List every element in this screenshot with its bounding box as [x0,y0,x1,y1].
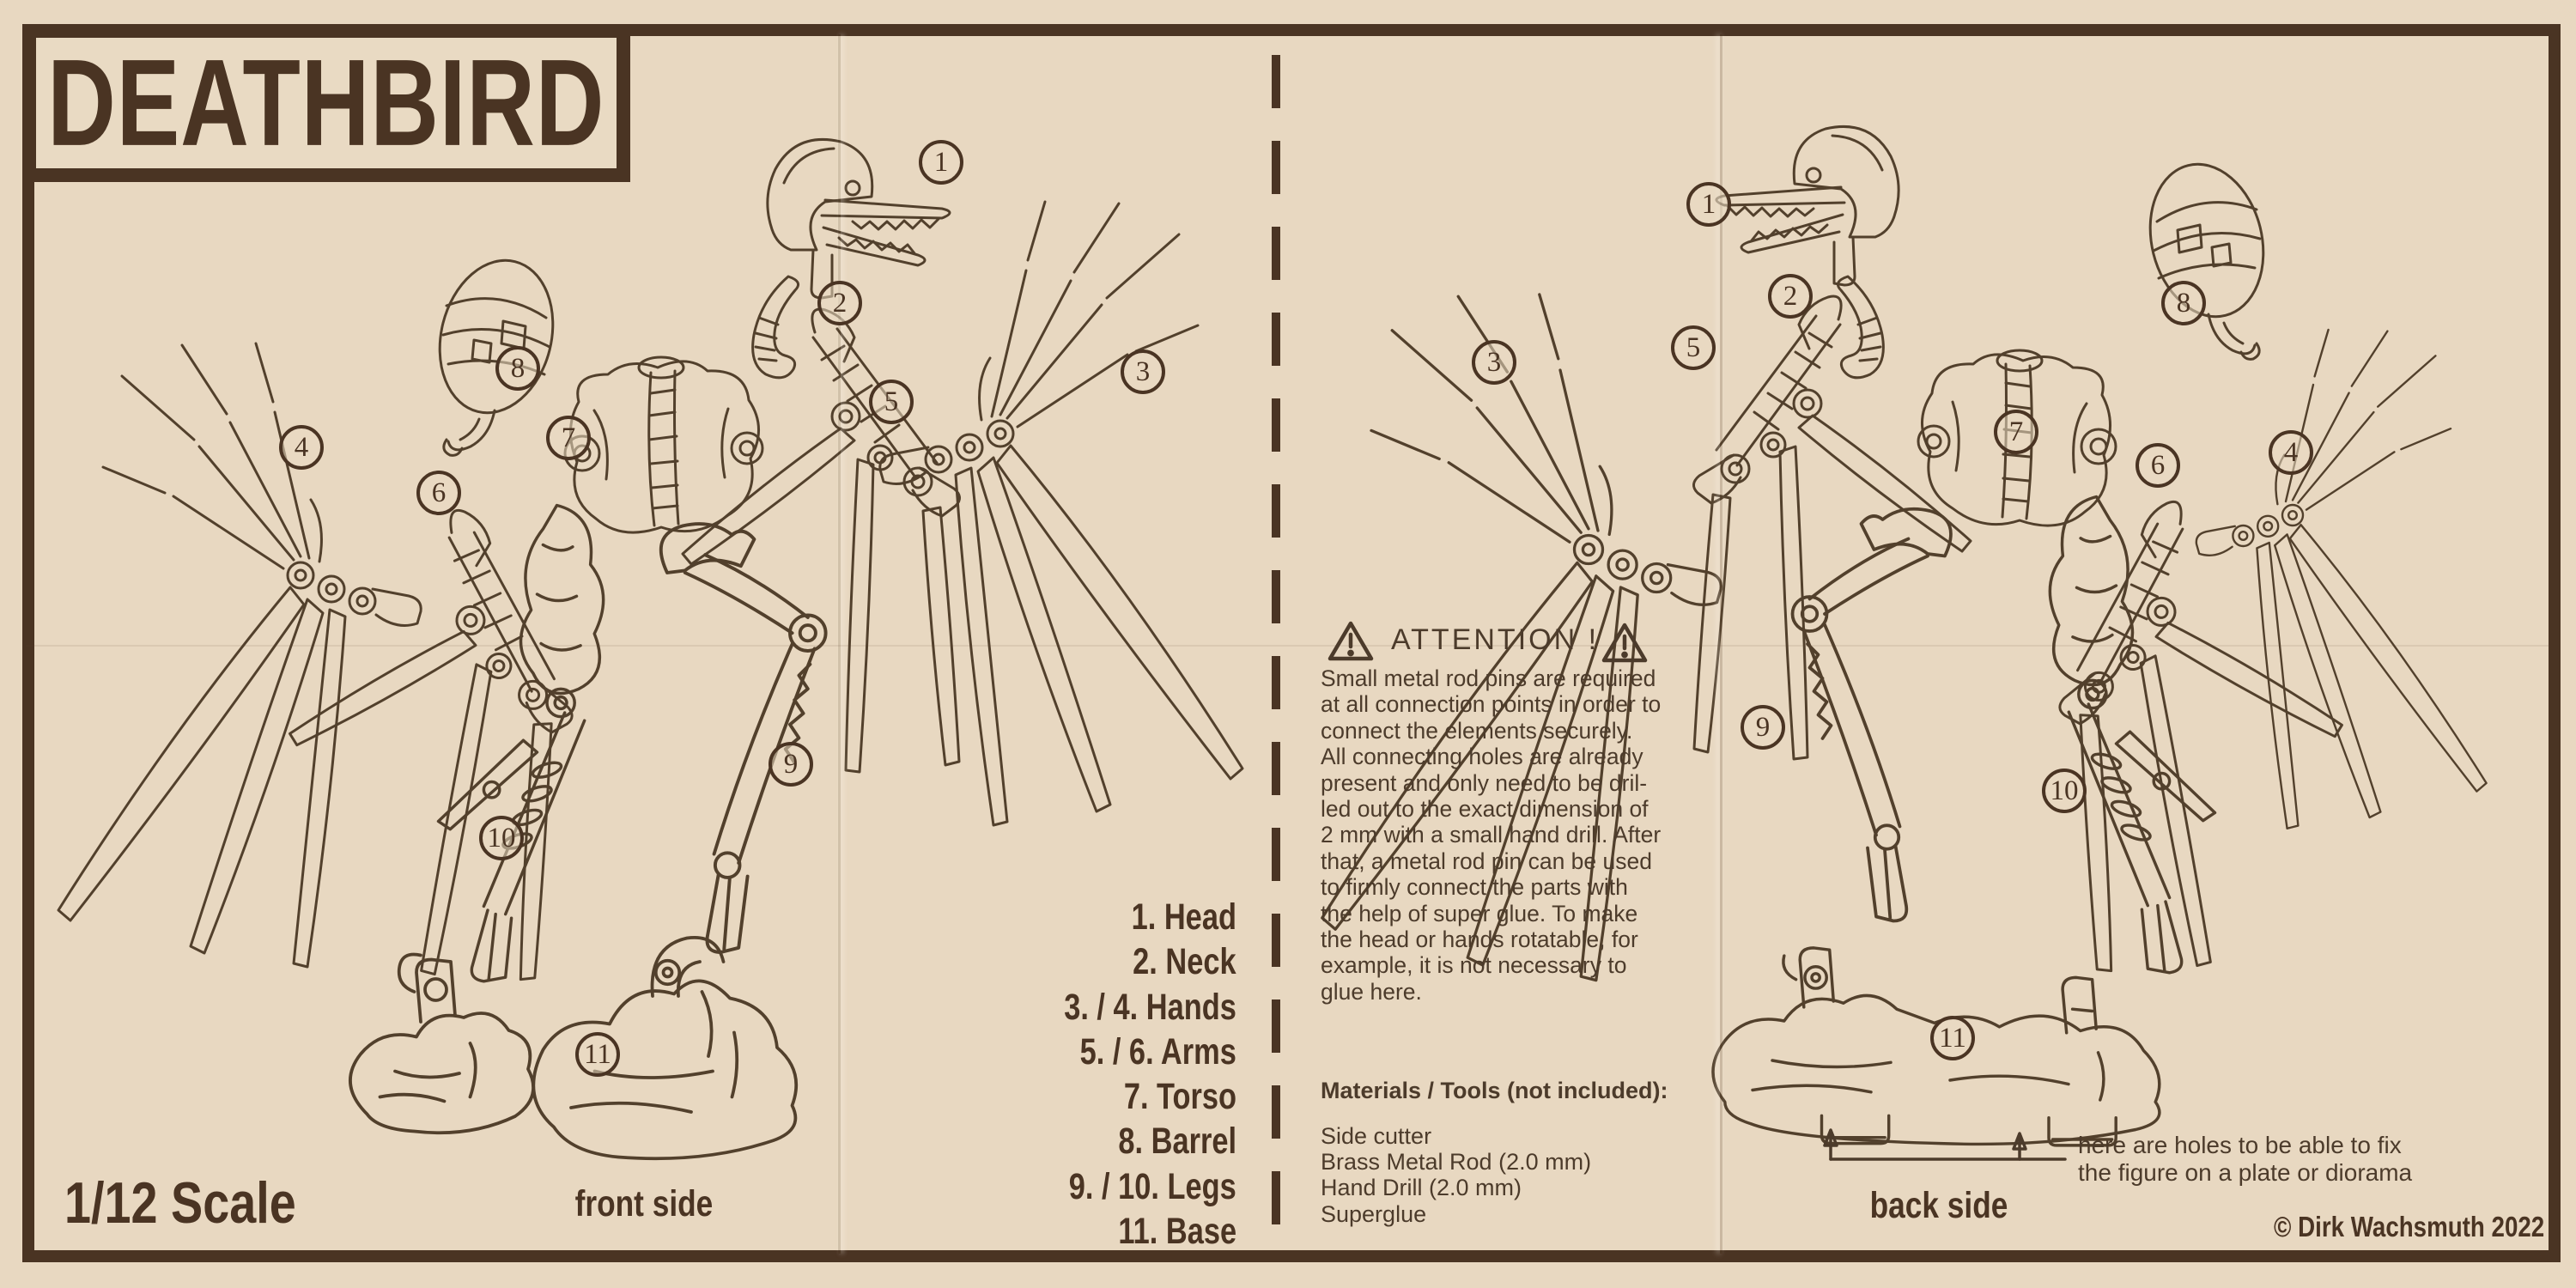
back-head-drawing [1715,125,1900,287]
materials-list: Side cutter Brass Metal Rod (2.0 mm) Han… [1321,1123,1592,1227]
attention-body: Small metal rod pins are required at all… [1321,665,1662,1005]
copyright: © Dirk Wachsmuth 2022 [2273,1211,2544,1242]
front-base-drawing [349,935,799,1161]
callout-back-2: 2 [1768,274,1813,319]
callout-back-5: 5 [1671,325,1716,370]
back-arm6-drawing [2032,481,2374,981]
materials-heading: Materials / Tools (not included): [1321,1078,1668,1103]
base-holes-arrows [1823,1128,2067,1161]
callout-back-3: 3 [1472,340,1516,385]
title-box: DEATHBIRD [22,24,630,182]
callout-back-10: 10 [2042,769,2087,813]
callout-front-10: 10 [479,816,524,860]
front-arm5-drawing [681,307,962,774]
front-leg10-drawing [436,503,605,983]
scale-label: 1/12 Scale [64,1170,296,1236]
fold-crease-right [1720,34,1722,1254]
parts-list-item: 7. Torso [1123,1076,1236,1118]
dashed-divider [1272,55,1280,1243]
back-leg9-drawing [1790,507,1953,923]
callout-front-11: 11 [575,1032,620,1077]
warning-triangle-icon [1601,623,1648,663]
callout-back-8: 8 [2161,281,2206,325]
back-side-label: back side [1869,1185,2008,1226]
parts-list-item: 11. Base [1118,1211,1236,1253]
callout-front-2: 2 [817,281,862,325]
front-barrel-drawing [422,246,570,457]
callout-front-6: 6 [416,471,461,515]
back-hand4-drawing [2195,328,2488,829]
callout-front-5: 5 [869,380,914,424]
fold-crease-horizontal [26,645,2550,647]
front-hand4-drawing [57,342,422,969]
parts-list-item: 3. / 4. Hands [1064,986,1236,1028]
callout-back-4: 4 [2269,430,2313,475]
callout-back-9: 9 [1741,705,1785,750]
callout-front-8: 8 [495,346,540,391]
base-holes-note: here are holes to be able to fix the fig… [2078,1132,2413,1186]
callout-front-3: 3 [1121,349,1165,394]
callout-front-1: 1 [919,140,963,185]
page-title: DEATHBIRD [47,33,605,173]
callout-back-7: 7 [1994,410,2038,454]
parts-list: 1. Head 2. Neck 3. / 4. Hands 5. / 6. Ar… [979,895,1236,1254]
parts-list-item: 9. / 10. Legs [1068,1165,1236,1207]
callout-front-9: 9 [769,742,813,787]
callout-front-4: 4 [279,425,324,470]
parts-list-item: 1. Head [1131,896,1236,938]
back-neck-drawing [1836,275,1885,380]
attention-heading: ATTENTION ! [1391,623,1600,656]
callout-back-1: 1 [1686,182,1731,227]
parts-list-item: 2. Neck [1133,941,1236,983]
parts-list-item: 8. Barrel [1118,1121,1236,1163]
front-torso-drawing [563,355,764,534]
callout-back-6: 6 [2136,443,2180,488]
front-neck-drawing [751,275,800,380]
callout-back-11: 11 [1930,1016,1975,1060]
fold-crease-left [838,34,841,1254]
back-barrel-drawing [2133,150,2281,361]
front-side-label: front side [574,1183,714,1224]
front-leg9-drawing [659,522,828,954]
warning-triangle-icon [1327,621,1374,661]
parts-list-item: 5. / 6. Arms [1079,1030,1236,1072]
callout-front-7: 7 [546,416,591,460]
